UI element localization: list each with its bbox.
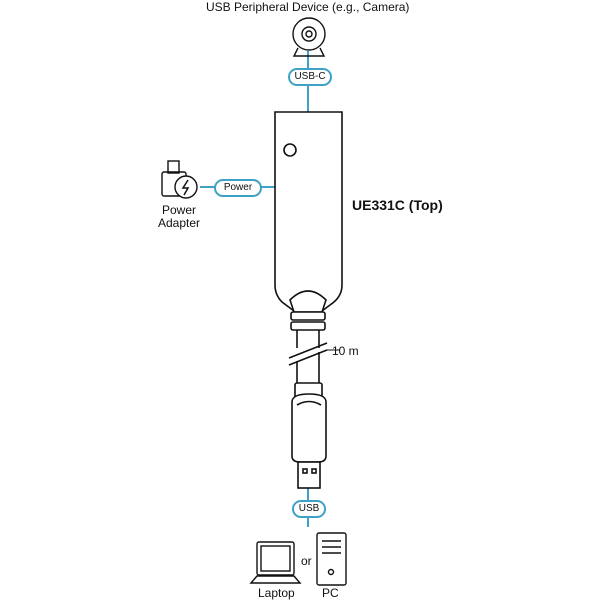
- power-connector-label: Power: [214, 179, 262, 197]
- power-adapter-icon: [161, 160, 198, 199]
- power-adapter-label-line2: Adapter: [157, 216, 201, 230]
- cable-boot: [289, 290, 327, 331]
- pc-label: PC: [322, 586, 339, 600]
- cable: [288, 330, 328, 383]
- camera-icon: [292, 17, 326, 57]
- led-indicator: [283, 143, 297, 157]
- laptop-icon: [249, 541, 302, 584]
- or-label: or: [301, 554, 312, 568]
- model-label: UE331C (Top): [352, 197, 443, 213]
- extender-body: [274, 111, 343, 315]
- device-title: USB Peripheral Device (e.g., Camera): [206, 0, 410, 14]
- usb-plug: [291, 382, 327, 489]
- power-adapter-label-line1: Power: [161, 203, 196, 217]
- usb-connector-label: USB: [292, 500, 326, 518]
- usb-c-connector-label: USB-C: [288, 68, 332, 86]
- laptop-label: Laptop: [258, 586, 295, 600]
- pc-icon: [316, 532, 347, 586]
- cable-length-label: 10 m: [332, 344, 359, 358]
